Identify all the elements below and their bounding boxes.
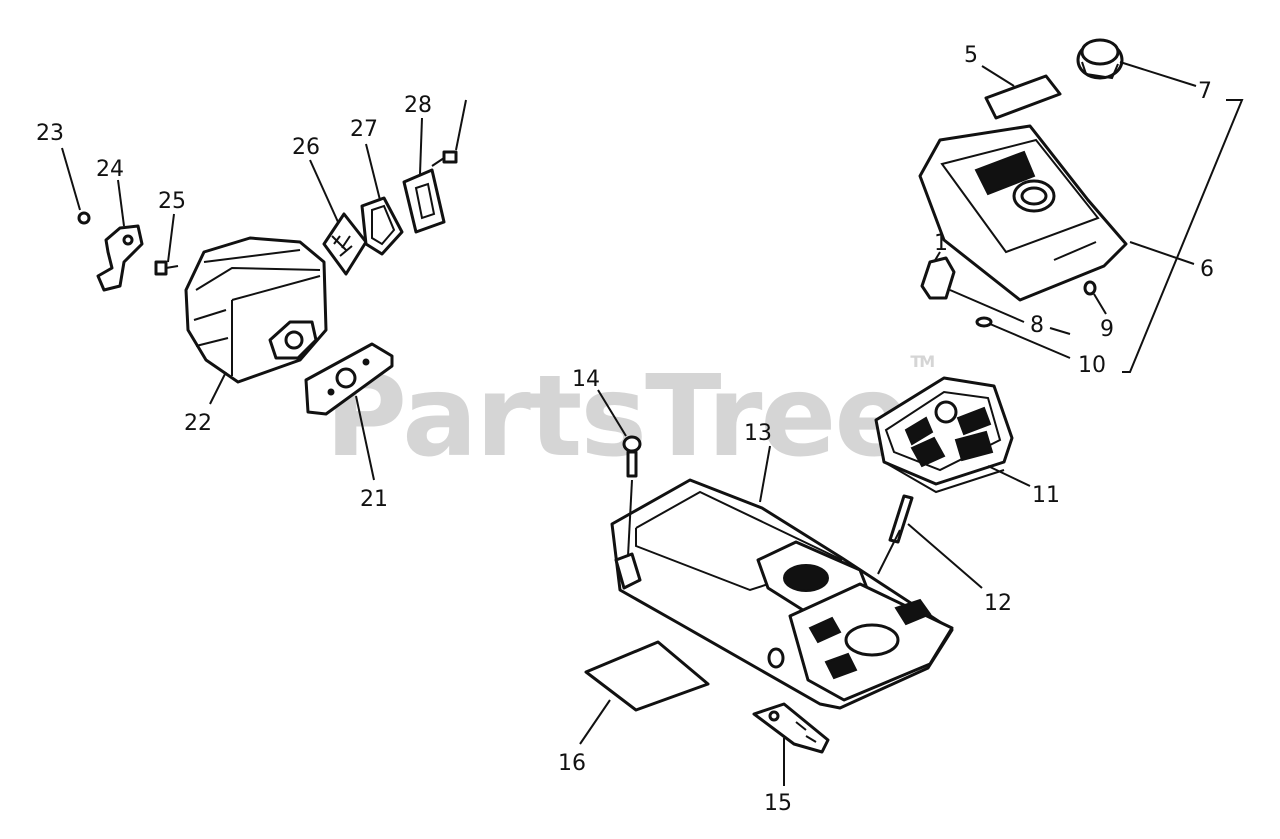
callout-5: 5 (964, 43, 978, 68)
part-26-gasket (360, 196, 404, 256)
part-9-screw (1083, 280, 1097, 296)
part-1-grommet (920, 256, 956, 300)
part-11-air-filter (874, 376, 1014, 494)
part-15-plate (752, 702, 830, 754)
callout-15: 15 (764, 791, 792, 816)
callout-23: 24 (96, 157, 124, 182)
part-21-muffler (184, 236, 328, 384)
callout-20: 21 (360, 487, 388, 512)
callout-22: 23 (36, 121, 64, 146)
callout-16: 16 (558, 751, 586, 776)
part-20-gasket (304, 342, 394, 416)
part-7-cap (1076, 38, 1124, 80)
watermark-trademark: TM (910, 352, 935, 371)
part-24-bolt (154, 260, 179, 276)
part-16-gasket (584, 640, 710, 712)
callout-8: 8 (1030, 313, 1044, 338)
part-12-stud (888, 494, 914, 544)
callout-14: 14 (572, 367, 600, 392)
part-27-plate (402, 168, 446, 234)
callout-27: 28 (404, 93, 432, 118)
part-10-washer (975, 316, 993, 328)
callout-6: 6 (1200, 257, 1214, 282)
callout-1: 1 (934, 231, 948, 256)
bracket-7-10 (1122, 99, 1244, 373)
part-22-screw (77, 211, 91, 225)
callout-10: 10 (1078, 353, 1106, 378)
callout-7: 7 (1198, 79, 1212, 104)
callout-12: 12 (984, 591, 1012, 616)
part-28-bolt (431, 150, 458, 167)
part-14-screw (622, 435, 642, 478)
part-13-air-box (610, 478, 954, 710)
callout-21: 22 (184, 411, 212, 436)
part-6-cover (918, 124, 1128, 302)
part-23-bracket (96, 224, 144, 292)
callout-11: 11 (1032, 483, 1060, 508)
part-5-label (984, 74, 1062, 120)
callout-24: 25 (158, 189, 186, 214)
callout-26: 27 (350, 117, 378, 142)
callout-25: 26 (292, 135, 320, 160)
callout-9: 9 (1100, 317, 1114, 342)
callout-13: 13 (744, 421, 772, 446)
part-25-screen (322, 212, 368, 276)
leader-lines (61, 61, 1197, 786)
